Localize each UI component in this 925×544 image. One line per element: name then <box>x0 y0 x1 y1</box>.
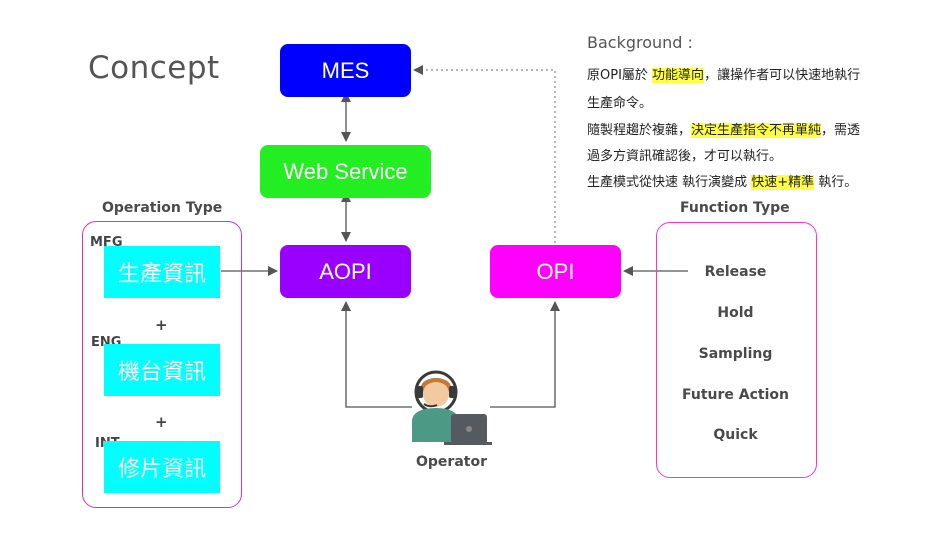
arrow-operator-opi <box>490 301 560 408</box>
operator-headset-laptop-icon <box>412 370 492 445</box>
function-item-future-action: Future Action <box>682 387 789 403</box>
page-title: Concept <box>88 50 220 86</box>
mes-node: MES <box>280 44 411 97</box>
operation-type-title: Operation Type <box>102 200 223 216</box>
highlight-text: 決定生產指令不再單純 <box>691 123 822 138</box>
arrow-operator-aopi <box>341 301 412 408</box>
function-item-sampling: Sampling <box>698 346 773 362</box>
operation-item-production-info: 生產資訊 <box>104 246 220 298</box>
function-item-hold: Hold <box>717 305 754 321</box>
opi-node: OPI <box>490 245 621 298</box>
operation-item-repair-info: 修片資訊 <box>104 441 220 493</box>
background-title: Background : <box>587 33 693 52</box>
function-type-title: Function Type <box>680 200 790 216</box>
background-line: 過多方資訊確認後，才可以執行。 <box>587 149 783 164</box>
highlight-text: 快速+精準 <box>751 175 815 190</box>
web-service-node: Web Service <box>260 145 431 198</box>
plus-sign: + <box>155 413 168 431</box>
highlight-text: 功能導向 <box>652 68 705 83</box>
background-line: 生產命令。 <box>587 96 653 111</box>
function-type-frame <box>656 222 817 478</box>
operation-type-frame <box>82 221 242 508</box>
background-line: 隨製程趨於複雜，決定生產指令不再單純，需透 <box>587 123 861 138</box>
function-item-quick: Quick <box>713 427 758 443</box>
operator-label: Operator <box>416 454 487 470</box>
background-line: 原OPI屬於 功能導向，讓操作者可以快速地執行 <box>587 68 861 83</box>
background-line: 生產模式從快速 執行演變成 快速+精準 執行。 <box>587 175 858 190</box>
plus-sign: + <box>155 316 168 334</box>
function-item-release: Release <box>704 264 767 280</box>
aopi-node: AOPI <box>280 245 411 298</box>
dotted-arrow-opi-mes <box>413 65 556 243</box>
operation-item-machine-info: 機台資訊 <box>104 344 220 396</box>
